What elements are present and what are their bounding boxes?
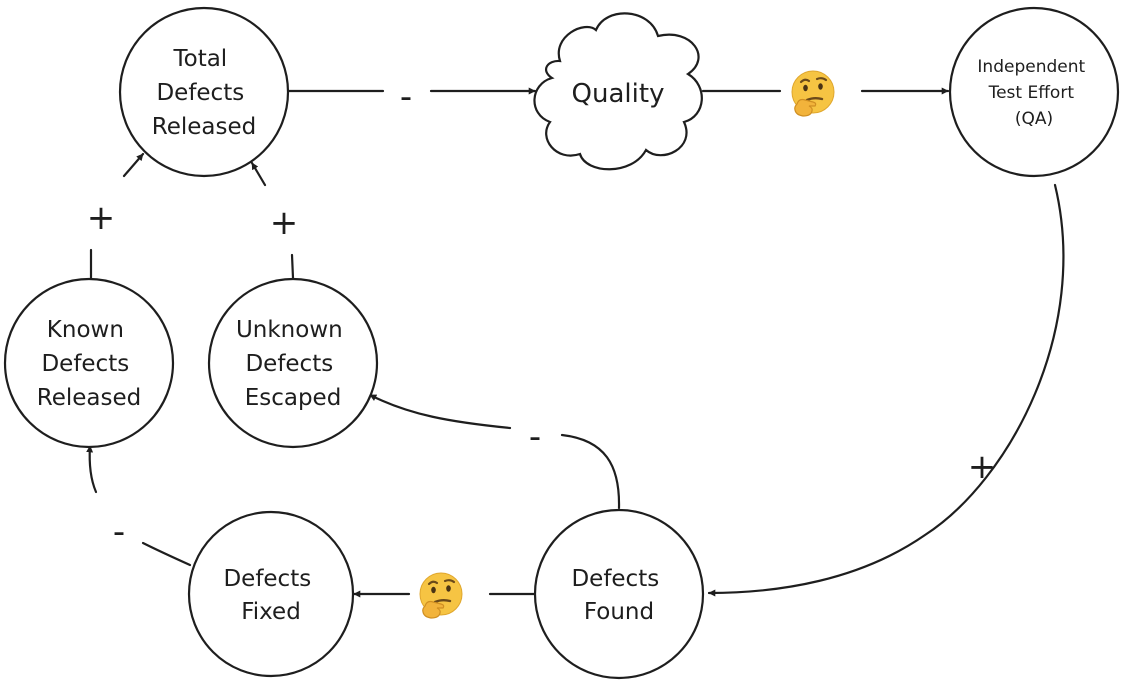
nodes: Total Defects Released Quality Independe…	[3, 6, 1120, 680]
node-quality: Quality	[533, 12, 703, 171]
edge-label-fixed-to-known: -	[113, 512, 125, 552]
node-label: Defects Fixed	[223, 566, 318, 625]
thinking-face-icon	[418, 571, 464, 620]
node-unknown-defects-escaped: Unknown Defects Escaped	[207, 277, 379, 449]
node-label: Known Defects Released	[37, 317, 141, 411]
edge-unknown-to-total-segment-b	[250, 161, 267, 187]
edge-label-qa-to-found: +	[968, 447, 997, 487]
node-label: Total Defects Released	[152, 46, 256, 140]
node-known-defects-released: Known Defects Released	[3, 277, 175, 449]
edge-label-unknown-to-total: +	[270, 203, 299, 243]
node-label: Quality	[572, 79, 665, 109]
edge-label-known-to-total: +	[87, 198, 116, 238]
edge-label-found-to-unknown: -	[529, 417, 541, 457]
edge-fixed-to-known-segment-b	[86, 444, 98, 494]
thinking-face-icon	[790, 69, 836, 118]
node-independent-test-effort: Independent Test Effort (QA)	[948, 6, 1120, 178]
edge-found-to-unknown-segment-b	[368, 393, 512, 430]
edge-fixed-to-known-segment-a	[141, 541, 192, 567]
edges: - + - - + +	[86, 69, 1065, 620]
edge-label-total-to-quality: -	[400, 77, 412, 117]
node-total-defects-released: Total Defects Released	[118, 6, 290, 178]
edge-found-to-unknown-segment-a	[560, 433, 621, 510]
node-label: Defects Found	[571, 566, 666, 625]
node-defects-fixed: Defects Fixed	[187, 510, 355, 678]
node-label: Unknown Defects Escaped	[236, 317, 350, 411]
edge-unknown-to-total-segment-a	[290, 253, 295, 280]
edge-qa-to-found	[707, 183, 1065, 597]
node-defects-found: Defects Found	[533, 508, 705, 680]
node-label: Independent Test Effort (QA)	[977, 57, 1090, 129]
edge-known-to-total-segment-b	[122, 152, 145, 178]
